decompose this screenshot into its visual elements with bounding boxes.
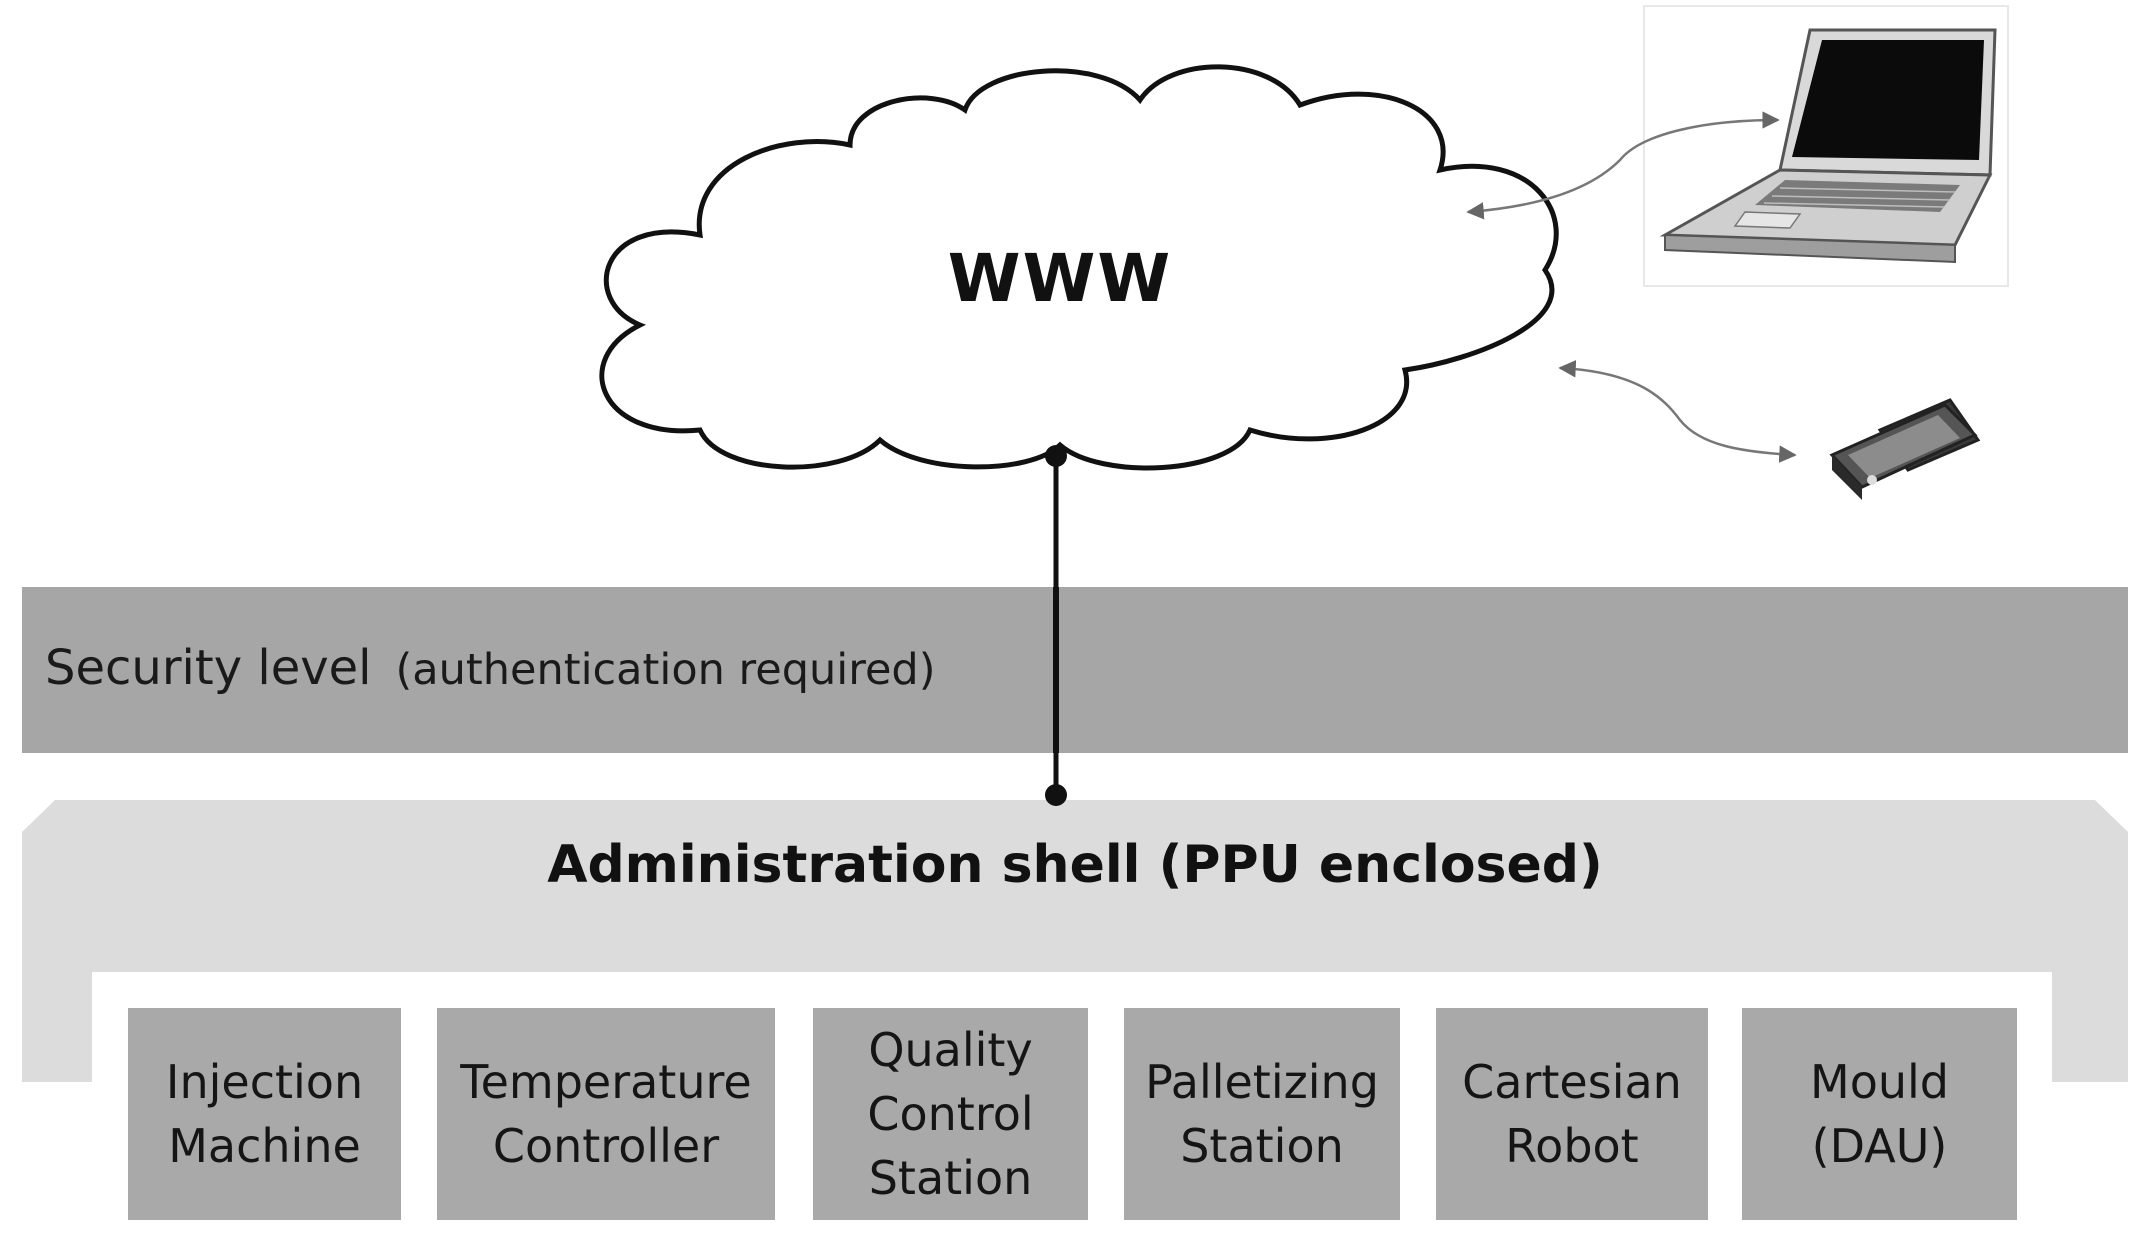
- laptop-icon: [1659, 28, 1997, 264]
- module-cartesian-robot: Cartesian Robot: [1436, 1008, 1708, 1220]
- connection-line-over-band: [1053, 587, 1059, 753]
- module-label: Mould (DAU): [1810, 1055, 1949, 1173]
- module-label: Temperature Controller: [460, 1055, 752, 1173]
- security-level-text: Security level (authentication required): [45, 640, 936, 696]
- module-injection-machine: Injection Machine: [128, 1008, 401, 1220]
- cloud-shape: [599, 64, 1559, 471]
- module-temperature-controller: Temperature Controller: [437, 1008, 775, 1220]
- module-label: Injection Machine: [165, 1055, 364, 1173]
- module-mould-dau: Mould (DAU): [1742, 1008, 2017, 1220]
- security-level-note: (authentication required): [395, 645, 936, 695]
- security-level-band: [22, 587, 2128, 753]
- connection-dot-bottom: [1045, 784, 1067, 806]
- module-palletizing-station: Palletizing Station: [1124, 1008, 1400, 1220]
- administration-shell-title: Administration shell (PPU enclosed): [547, 835, 1603, 895]
- smartphone-icon: [1829, 398, 1981, 500]
- laptop-link-arrow: [1466, 111, 1780, 220]
- module-quality-control-station: Quality Control Station: [813, 1008, 1088, 1220]
- module-label: Quality Control Station: [867, 1023, 1034, 1205]
- module-label: Palletizing Station: [1145, 1055, 1379, 1173]
- security-level-label: Security level: [45, 640, 372, 696]
- administration-shell: [22, 800, 2128, 1082]
- cloud-label: WWW: [947, 240, 1173, 317]
- connection-dot-top: [1045, 445, 1067, 467]
- phone-link-arrow: [1558, 360, 1797, 463]
- module-label: Cartesian Robot: [1462, 1055, 1682, 1173]
